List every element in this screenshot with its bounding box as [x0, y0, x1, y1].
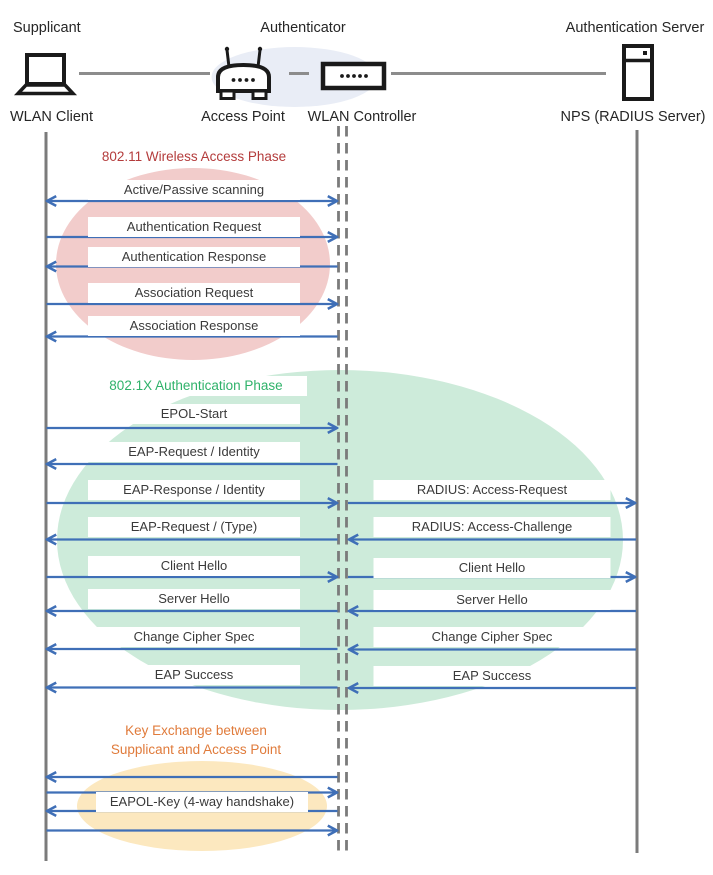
node-wlan-client: WLAN Client [10, 109, 93, 125]
message-label: Client Hello [373, 558, 611, 578]
message-label: EPOL-Start [88, 404, 300, 424]
message-label: Server Hello [373, 590, 611, 610]
role-supplicant: Supplicant [13, 20, 81, 36]
message-label: EAP-Request / Identity [88, 442, 300, 462]
message-label: EAP-Response / Identity [88, 480, 300, 500]
role-authenticator: Authenticator [260, 20, 346, 36]
node-access-point: Access Point [201, 109, 285, 125]
wlan-controller-icon [320, 61, 387, 91]
message-label: EAP Success [88, 665, 300, 685]
message-label: EAP-Request / (Type) [88, 517, 300, 537]
message-label: Association Request [88, 283, 300, 303]
server-icon [622, 44, 654, 101]
phase3-title-line1: Key Exchange between [82, 721, 310, 741]
message-label: Authentication Request [88, 217, 300, 237]
message-label: RADIUS: Access-Request [373, 480, 611, 500]
laptop-icon [13, 53, 78, 96]
message-label: Change Cipher Spec [373, 627, 611, 647]
message-label: Server Hello [88, 589, 300, 609]
message-label: RADIUS: Access-Challenge [373, 517, 611, 537]
message-label: EAP Success [373, 666, 611, 686]
message-label: Client Hello [88, 556, 300, 576]
role-authentication-server: Authentication Server [565, 20, 705, 36]
message-label: Active/Passive scanning [88, 180, 300, 200]
node-wlan-controller: WLAN Controller [307, 109, 417, 125]
message-label: EAPOL-Key (4-way handshake) [96, 792, 308, 812]
phase2-title: 802.1X Authentication Phase [85, 376, 307, 396]
node-nps-radius-server: NPS (RADIUS Server) [560, 109, 706, 125]
message-label: Authentication Response [88, 247, 300, 267]
message-label: Association Response [88, 316, 300, 336]
phase1-title: 802.11 Wireless Access Phase [83, 147, 305, 167]
access-point-icon [216, 46, 271, 100]
message-label: Change Cipher Spec [88, 627, 300, 647]
phase3-title-line2: Supplicant and Access Point [82, 740, 310, 760]
